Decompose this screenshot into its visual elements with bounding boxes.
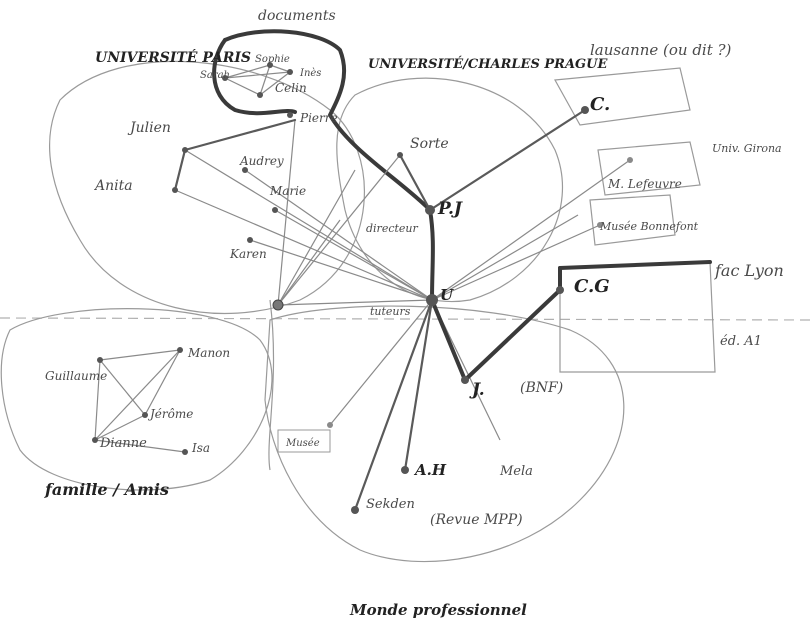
cluster-monde-pro (264, 305, 625, 563)
label-anita: Anita (93, 178, 133, 194)
label-sarah: Sarah (200, 70, 230, 81)
label-sekden: Sekden (366, 497, 415, 512)
label-univ-girona: Univ. Girona (712, 142, 782, 155)
label-u: U (440, 286, 454, 304)
label-pierre: Pierre (299, 111, 338, 125)
cluster-famille (0, 308, 273, 491)
label-musee: Musée (285, 438, 320, 449)
label-pj: P.J (437, 199, 463, 219)
label-guillaume: Guillaume (45, 369, 107, 383)
label-manon: Manon (187, 346, 230, 360)
label-lausanne: lausanne (ou dit ?) (590, 41, 732, 59)
label-jerome: Jérôme (147, 407, 193, 421)
label-ah: A.H (413, 461, 447, 479)
label-karen: Karen (229, 247, 267, 261)
label-isa: Isa (191, 441, 210, 455)
label-monde-professionnel: Monde professionnel (349, 601, 527, 619)
label-sophie: Sophie (255, 54, 290, 65)
label-celin: Celin (275, 81, 307, 95)
label-audrey: Audrey (239, 154, 284, 168)
documents-path (223, 29, 435, 302)
label-tuteurs: tuteurs (370, 305, 411, 318)
label-ines: Inès (299, 68, 321, 79)
label-univ-prague: UNIVERSITÉ/CHARLES PRAGUE (368, 56, 608, 72)
documents-loop (212, 38, 297, 116)
label-m-lefeuvre: M. Lefeuvre (607, 177, 682, 191)
label-marie: Marie (269, 184, 306, 198)
label-documents: documents (258, 8, 336, 24)
label-j: J. (469, 380, 485, 400)
label-bnf: (BNF) (520, 380, 563, 396)
label-directeur: directeur (366, 222, 419, 235)
paris-clique (222, 62, 293, 118)
label-c-top: C. (590, 94, 610, 115)
cluster-link-line (268, 299, 275, 471)
cluster-lausanne (554, 67, 691, 126)
label-dianne: Dianne (99, 436, 147, 451)
strong-edges (430, 260, 712, 382)
label-cg: C.G (574, 276, 610, 297)
label-revue-mpp: (Revue MPP) (430, 512, 523, 528)
label-julien: Julien (127, 120, 171, 136)
famille-edges (92, 347, 188, 455)
musee-box (277, 429, 331, 453)
separator-line (0, 317, 810, 321)
nodes (172, 106, 633, 514)
label-famille-amis: famille / Amis (44, 480, 169, 499)
label-sorte: Sorte (410, 136, 449, 152)
label-univ-paris: UNIVERSITÉ PARIS (95, 48, 251, 66)
label-fac-lyon: fac Lyon (714, 261, 784, 280)
label-musee-bonnefont: Musée Bonnefont (599, 220, 699, 233)
cluster-universite-paris (49, 60, 365, 315)
label-mela: Mela (499, 464, 533, 479)
cluster-musee (589, 194, 676, 246)
cluster-universite-prague (336, 77, 564, 302)
medium-edges (173, 108, 587, 512)
label-ed-a1: éd. A1 (720, 334, 762, 349)
